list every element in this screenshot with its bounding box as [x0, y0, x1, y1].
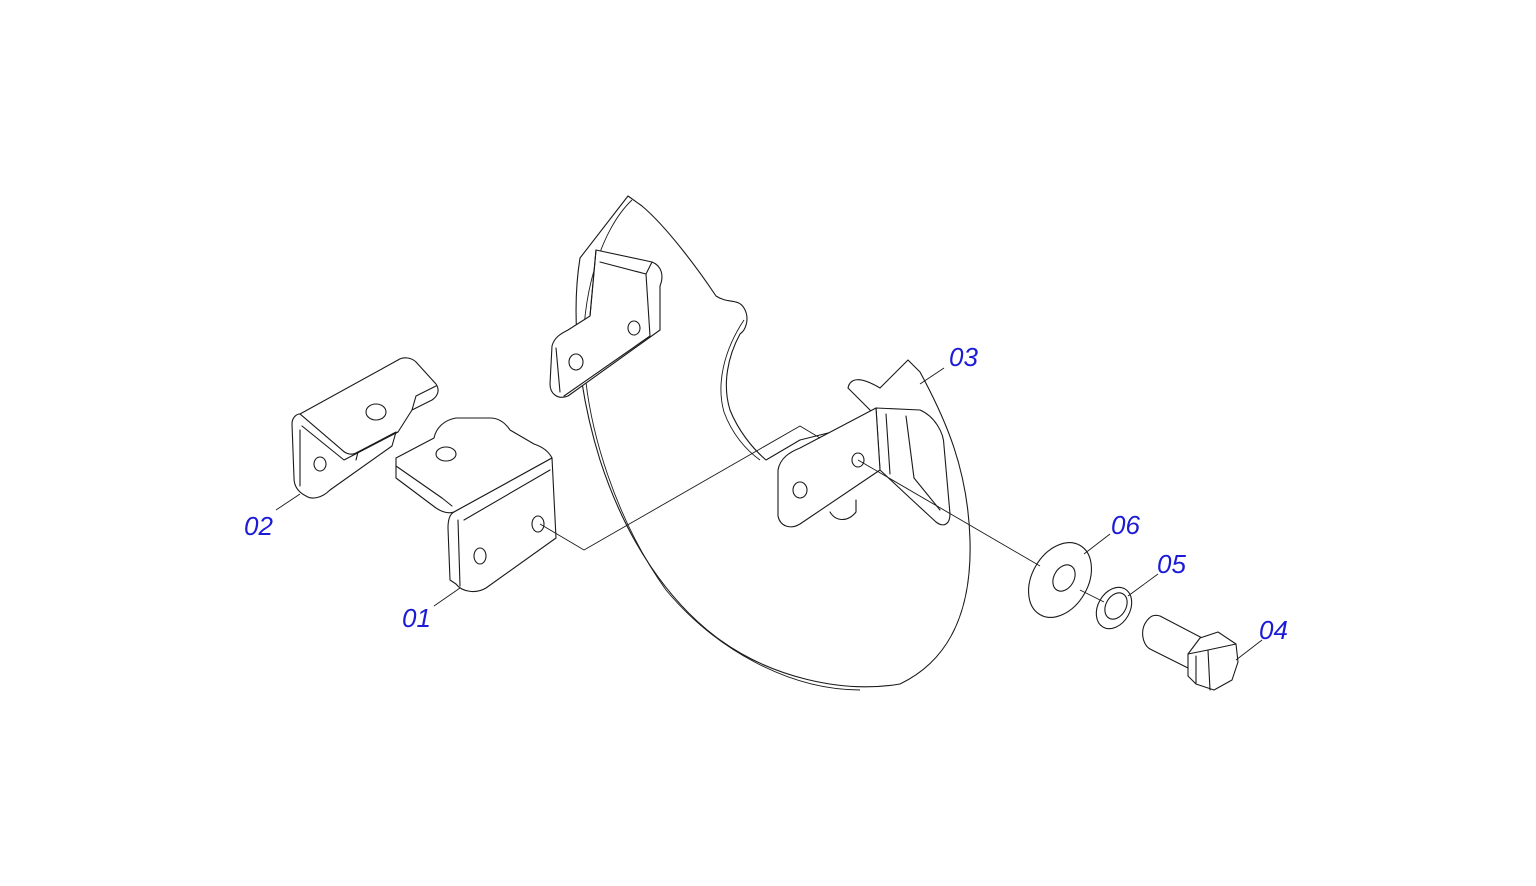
leader-03 — [919, 367, 945, 385]
spring-washer-inner — [1104, 592, 1128, 620]
bracket-01-hole-right — [531, 515, 545, 533]
leader-04 — [1235, 639, 1263, 661]
upper-bracket-hole-right — [627, 320, 641, 336]
callout-05: 05 — [1157, 549, 1186, 579]
hex-bolt — [1142, 614, 1239, 691]
leader-05 — [1127, 573, 1159, 597]
guard-upper-bracket — [549, 249, 663, 398]
angle-bracket-01 — [395, 417, 557, 593]
fastener-axis-line — [857, 459, 1105, 603]
bracket-02-top-hole — [365, 403, 387, 421]
spring-washer — [1095, 586, 1133, 630]
angle-bracket-02 — [291, 357, 439, 499]
guard-plate-cutout-edge — [720, 319, 761, 461]
bracket-02-fold-edge — [299, 425, 399, 487]
bracket-01-top-face — [395, 417, 553, 514]
lower-bracket-hole-left — [792, 481, 808, 499]
callout-leaders — [275, 367, 1263, 661]
bracket-02-side-hole — [313, 456, 327, 472]
guard-plate-thickness-edge — [583, 199, 861, 691]
bracket-01-fold-edge — [395, 465, 551, 587]
bracket-02-flange-edge — [355, 385, 437, 461]
lower-bracket-nut — [829, 499, 857, 521]
bolt-head-faces — [1187, 643, 1237, 691]
callout-03: 03 — [949, 342, 978, 372]
assembly-line-01-to-03 — [539, 425, 821, 551]
bracket-01-top-hole — [435, 446, 457, 462]
washer-inner — [1052, 564, 1076, 592]
callout-06: 06 — [1111, 510, 1140, 540]
callout-labels: 01 02 03 04 05 06 — [244, 342, 1288, 645]
upper-bracket-flange — [555, 273, 651, 397]
bracket-02-side-face — [291, 413, 397, 499]
leader-01 — [433, 587, 461, 607]
upper-bracket-hole-left — [568, 353, 584, 371]
leader-06 — [1083, 533, 1111, 555]
flat-washer — [1028, 542, 1092, 618]
guard-lower-bracket — [777, 407, 951, 528]
guard-plate — [575, 195, 971, 691]
callout-01: 01 — [402, 603, 431, 633]
leader-02 — [275, 493, 301, 511]
callout-02: 02 — [244, 511, 273, 541]
bracket-01-hole-left — [473, 547, 487, 565]
callout-04: 04 — [1259, 615, 1288, 645]
lower-bracket-fold — [885, 413, 941, 511]
